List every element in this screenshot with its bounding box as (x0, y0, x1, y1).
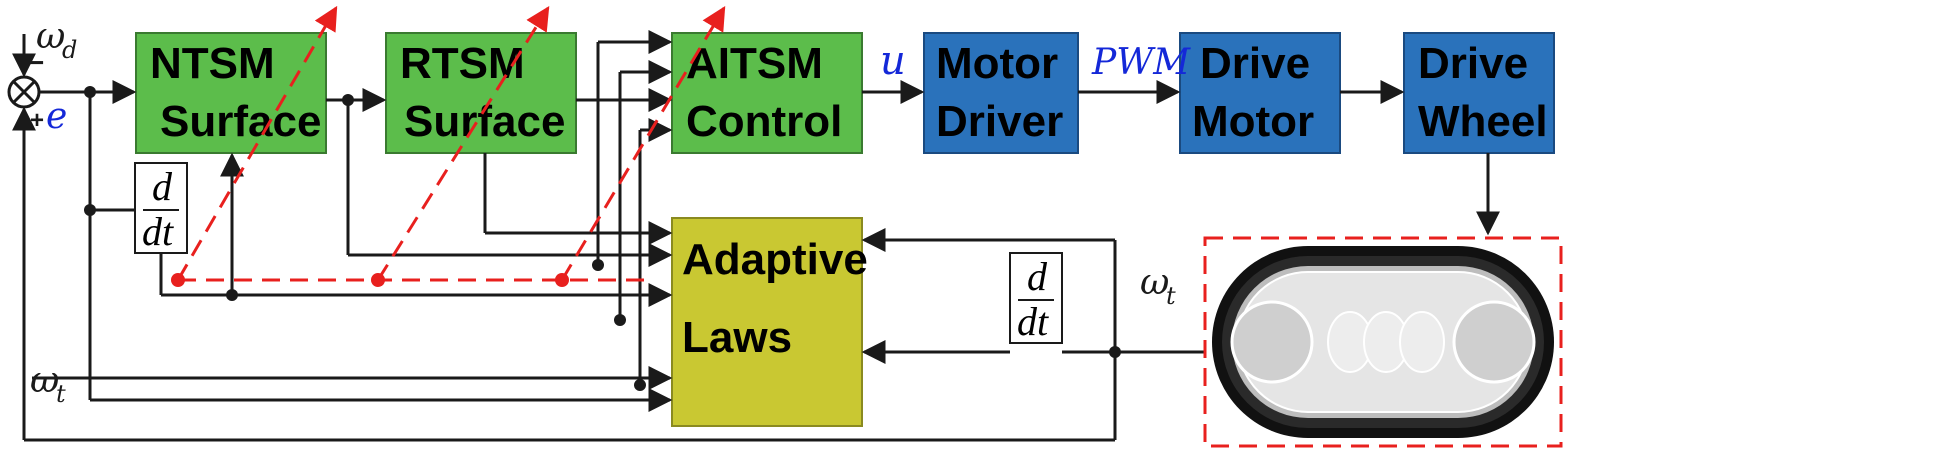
signal-labels: ω d − + e u PWM ω t ω t (28, 16, 1191, 408)
deriv-right-den: dt (1017, 299, 1049, 344)
aitsm-control-block: AITSM Control (671, 32, 863, 154)
junction-dots (84, 86, 1121, 391)
omega-d-label: ω (36, 16, 65, 57)
omega-t-subscript-left: t (56, 380, 66, 408)
minus-sign: − (28, 47, 44, 78)
deriv-right-num: d (1027, 254, 1048, 299)
error-label: e (46, 96, 67, 137)
control-u-label: u (880, 38, 906, 84)
drive-wheel-line2: Wheel (1418, 97, 1548, 146)
ntsm-line2: Surface (160, 97, 321, 146)
drive-motor-line1: Drive (1200, 39, 1310, 88)
motor-driver-line1: Motor (936, 39, 1058, 88)
omega-d-subscript: d (62, 36, 77, 64)
deriv-left-num: d (152, 164, 173, 209)
omega-t-subscript-right: t (1166, 282, 1176, 310)
adaptation-lines (176, 5, 726, 282)
drive-wheel-line1: Drive (1418, 39, 1528, 88)
tracked-wheel-image (1203, 236, 1563, 448)
drive-motor-block: Drive Motor (1179, 32, 1341, 154)
motor-driver-block: Motor Driver (923, 32, 1079, 154)
derivative-block-right: d dt (1009, 252, 1063, 344)
derivative-block-left: d dt (134, 162, 188, 254)
plus-sign: + (30, 107, 44, 134)
summing-junction (7, 75, 41, 109)
rtsm-line1: RTSM (400, 39, 525, 88)
omega-t-label-left: ω (30, 360, 59, 401)
drive-wheel-block: Drive Wheel (1403, 32, 1555, 154)
adaptation-dots (171, 273, 569, 287)
ntsm-surface-block: NTSM Surface (135, 32, 327, 154)
deriv-left-den: dt (142, 209, 174, 254)
aitsm-line2: Control (686, 97, 842, 146)
motor-driver-line2: Driver (936, 97, 1063, 146)
drive-motor-line2: Motor (1192, 97, 1314, 146)
adaptive-line1: Adaptive (682, 235, 868, 284)
rtsm-line2: Surface (404, 97, 565, 146)
ntsm-line1: NTSM (150, 39, 275, 88)
rtsm-surface-block: RTSM Surface (385, 32, 577, 154)
pwm-label: PWM (1091, 42, 1191, 83)
signal-lines (11, 30, 1500, 442)
aitsm-line1: AITSM (686, 39, 823, 88)
adaptive-line2: Laws (682, 313, 792, 362)
adaptive-laws-block: Adaptive Laws (671, 217, 868, 427)
omega-t-label-right: ω (1140, 262, 1169, 303)
